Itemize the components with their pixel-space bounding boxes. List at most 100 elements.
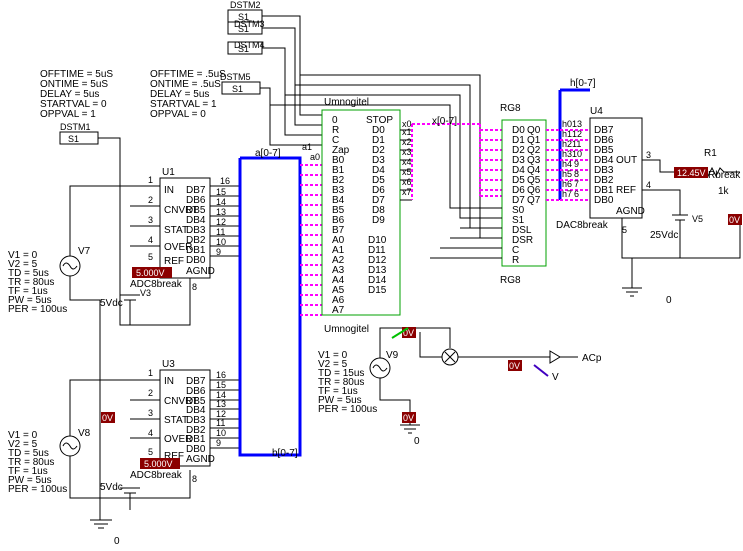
svg-text:8: 8 xyxy=(192,474,197,484)
svg-text:h4: h4 xyxy=(562,159,572,169)
mult-output-stubs xyxy=(400,129,412,201)
svg-text:DB0: DB0 xyxy=(186,444,206,455)
svg-text:TR = 80us: TR = 80us xyxy=(8,457,54,468)
svg-text:S1: S1 xyxy=(512,215,525,226)
svg-text:0: 0 xyxy=(414,436,420,447)
dstm1-source[interactable]: S1 DSTM1 xyxy=(59,122,99,145)
adc-u3[interactable]: U3 IN CNVRT STAT OVER REF AGND DB7 DB6 D… xyxy=(130,359,240,484)
svg-text:PER = 100us: PER = 100us xyxy=(8,304,67,315)
bus-a-to-mult xyxy=(300,164,322,316)
v9-label: V9 xyxy=(386,350,399,361)
svg-text:h7: h7 xyxy=(562,189,572,199)
svg-text:D15: D15 xyxy=(368,285,387,296)
svg-text:DSL: DSL xyxy=(512,225,532,236)
svg-text:AGND: AGND xyxy=(186,454,215,465)
dstm2-label: DSTM2 xyxy=(230,0,261,10)
svg-text:DB1: DB1 xyxy=(186,434,206,445)
u1-output-nums: 16 15 14 13 12 11 10 9 xyxy=(216,176,230,257)
svg-text:b[0-7]: b[0-7] xyxy=(272,448,298,459)
svg-text:x4: x4 xyxy=(402,157,412,167)
svg-text:11: 11 xyxy=(216,418,225,428)
dstm3-source[interactable]: S1 DSTM3 xyxy=(227,19,265,35)
svg-text:DB4: DB4 xyxy=(594,155,614,166)
svg-text:DB7: DB7 xyxy=(186,376,206,387)
rg8-label-top: RG8 xyxy=(500,103,521,114)
svg-text:STAT: STAT xyxy=(164,225,188,236)
svg-text:D3: D3 xyxy=(512,155,525,166)
svg-text:DB4: DB4 xyxy=(186,405,206,416)
svg-text:D0: D0 xyxy=(372,125,385,136)
svg-text:DB5: DB5 xyxy=(186,205,206,216)
svg-text:R: R xyxy=(332,125,339,136)
mult-left-pins: 0 R C Zap B0 B1 B2 B3 B4 B5 B6 B7 A0 A1 … xyxy=(332,115,350,316)
analog-multiplier[interactable]: 0V 0V ACp V xyxy=(391,327,602,383)
svg-text:11: 11 xyxy=(572,139,581,149)
acp-label: ACp xyxy=(582,353,602,364)
svg-text:D0: D0 xyxy=(512,125,525,136)
v9-source[interactable]: V9 0 0V xyxy=(369,327,451,447)
adc-u1[interactable]: U1 IN CNVRT STAT OVER REF AGND DB7 DB6 D… xyxy=(130,167,240,292)
svg-text:D5: D5 xyxy=(372,175,385,186)
u3-probe: 5.000V ADC8break xyxy=(130,458,183,481)
svg-text:OPPVAL = 1: OPPVAL = 1 xyxy=(40,109,96,120)
multiplier-umnogitel[interactable]: Umnogitel Umnogitel xyxy=(321,97,401,335)
svg-text:V3: V3 xyxy=(140,288,151,298)
svg-text:B3: B3 xyxy=(332,185,345,196)
dac-output-network: R1 Rbreak 1k 12.45V V5 25Vdc 0 0V xyxy=(621,148,742,306)
svg-text:Rbreak: Rbreak xyxy=(708,170,741,181)
svg-text:DB2: DB2 xyxy=(186,235,206,246)
svg-text:DB7: DB7 xyxy=(186,185,206,196)
svg-text:Q4: Q4 xyxy=(527,165,541,176)
dstm3-label: DSTM3 xyxy=(234,19,265,29)
svg-text:5Vdc: 5Vdc xyxy=(100,482,123,493)
svg-text:STAT: STAT xyxy=(164,415,188,426)
dstm1-label: DSTM1 xyxy=(60,122,91,132)
svg-text:0: 0 xyxy=(332,115,338,126)
svg-text:1: 1 xyxy=(148,368,153,378)
dstm1-glyph: S1 xyxy=(68,134,79,144)
svg-text:0: 0 xyxy=(666,295,672,306)
svg-text:A0: A0 xyxy=(332,235,345,246)
dac-u4[interactable]: U4 DAC8break xyxy=(556,106,643,231)
svg-text:Q7: Q7 xyxy=(527,195,541,206)
svg-text:PW = 5us: PW = 5us xyxy=(8,475,52,486)
svg-text:h[0-7]: h[0-7] xyxy=(570,78,596,89)
mult-right-pins: STOP D0 D1 D2 D3 D4 D5 D6 D7 D8 D9 D10 D… xyxy=(366,115,393,296)
svg-text:a1: a1 xyxy=(302,142,312,152)
svg-text:DB0: DB0 xyxy=(186,255,206,266)
bus-a-taps: a0 a1 xyxy=(302,142,320,162)
svg-text:DB2: DB2 xyxy=(186,425,206,436)
svg-text:0V: 0V xyxy=(403,413,414,423)
svg-text:x5: x5 xyxy=(402,167,412,177)
v7-label: V7 xyxy=(78,246,91,257)
svg-text:B0: B0 xyxy=(332,155,345,166)
dac-label: DAC8break xyxy=(556,220,609,231)
dstm4-source[interactable]: S1 DSTM4 xyxy=(227,40,265,55)
rg8-control-inputs xyxy=(430,207,502,259)
register-rg8[interactable]: RG8 RG8 xyxy=(500,103,547,286)
dstm5-source[interactable]: S1 DSTM5 xyxy=(220,72,261,95)
u3-supply: 5Vdc xyxy=(100,482,140,510)
svg-text:13: 13 xyxy=(572,119,582,129)
svg-text:A7: A7 xyxy=(332,305,345,316)
svg-text:V2 = 5: V2 = 5 xyxy=(8,439,38,450)
svg-text:B7: B7 xyxy=(332,225,345,236)
svg-text:D14: D14 xyxy=(368,275,387,286)
svg-text:D11: D11 xyxy=(368,245,386,256)
v3-supply: 5Vdc V3 xyxy=(100,288,151,325)
svg-text:PER = 100us: PER = 100us xyxy=(8,484,67,495)
svg-text:OVER: OVER xyxy=(164,242,192,253)
svg-text:16: 16 xyxy=(220,176,230,186)
svg-text:ADC8break: ADC8break xyxy=(130,279,183,290)
svg-text:V: V xyxy=(552,372,559,383)
svg-text:D4: D4 xyxy=(512,165,525,176)
svg-text:V1 = 0: V1 = 0 xyxy=(8,430,38,441)
v7-source[interactable]: V7 xyxy=(59,185,160,325)
svg-text:a[0-7]: a[0-7] xyxy=(255,148,281,159)
svg-text:9: 9 xyxy=(216,247,221,257)
svg-text:STARTVAL = 0: STARTVAL = 0 xyxy=(40,99,107,110)
svg-text:OVER: OVER xyxy=(164,434,192,445)
svg-text:0V: 0V xyxy=(403,328,414,338)
svg-text:PER = 100us: PER = 100us xyxy=(318,404,377,415)
svg-text:ONTIME = .5uS: ONTIME = .5uS xyxy=(150,79,221,90)
